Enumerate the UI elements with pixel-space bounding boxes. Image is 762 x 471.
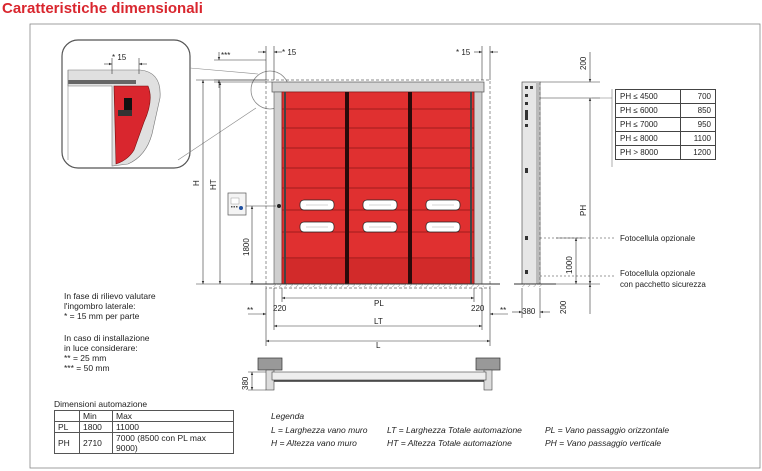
door-plan-view bbox=[257, 357, 501, 391]
dim-L: L bbox=[376, 341, 381, 350]
page-title: Caratteristiche dimensionali bbox=[2, 0, 203, 17]
dim-stars3: *** bbox=[221, 51, 230, 60]
callout-fotocellula-pacchetto-line2: con pacchetto sicurezza bbox=[620, 280, 706, 289]
callout-fotocellula-pacchetto-line1: Fotocellula opzionale bbox=[620, 269, 696, 278]
legend-item: LT = Larghezza Totale automazione bbox=[387, 425, 522, 435]
note-rilievo: In fase di rilievo valutare l'ingombro l… bbox=[64, 291, 156, 321]
legend-item: L = Larghezza vano muro bbox=[271, 425, 368, 435]
dim-star15-detail: * 15 bbox=[112, 53, 127, 62]
dim-star15-right: * 15 bbox=[456, 48, 471, 57]
dim-1800: 1800 bbox=[242, 238, 251, 256]
dim-HT: HT bbox=[209, 179, 218, 190]
table-row: PL 1800 11000 bbox=[54, 421, 234, 433]
automation-table: Min Max PL 1800 11000 PH 2710 7000 (8500… bbox=[54, 410, 234, 454]
legend-item: PH = Vano passaggio verticale bbox=[545, 438, 662, 448]
dim-stars2-right: ** bbox=[500, 306, 506, 315]
dim-380: 380 bbox=[522, 307, 536, 316]
dim-220-left: 220 bbox=[273, 304, 287, 313]
dim-220-right: 220 bbox=[471, 304, 485, 313]
dim-200-top: 200 bbox=[579, 56, 588, 70]
legend-item: PL = Vano passaggio orizzontale bbox=[545, 425, 670, 435]
control-box-icon bbox=[227, 192, 247, 216]
legend-title: Legenda bbox=[271, 411, 305, 421]
dim-PL: PL bbox=[374, 299, 384, 308]
dim-H: H bbox=[192, 180, 201, 186]
legend-item: HT = Altezza Totale automazione bbox=[387, 438, 512, 448]
note-installazione: In caso di installazione in luce conside… bbox=[64, 333, 150, 373]
detail-view bbox=[61, 39, 191, 169]
door-front-view bbox=[250, 79, 500, 289]
table-row: PH 2710 7000 (8500 con PL max 9000) bbox=[54, 432, 234, 454]
dim-stars2-left: ** bbox=[247, 306, 253, 315]
frame-border bbox=[29, 23, 761, 469]
table-header-row: Min Max bbox=[54, 410, 234, 422]
dim-PH: PH bbox=[579, 205, 588, 216]
callout-fotocellula: Fotocellula opzionale bbox=[620, 234, 696, 243]
dim-1000: 1000 bbox=[565, 256, 574, 274]
dim-star15-left: * 15 bbox=[282, 48, 297, 57]
door-side-view bbox=[514, 81, 556, 287]
dim-LT: LT bbox=[374, 317, 383, 326]
automation-title: Dimensioni automazione bbox=[54, 399, 148, 409]
dim-380-plan: 380 bbox=[241, 376, 250, 390]
legend-item: H = Altezza vano muro bbox=[271, 438, 357, 448]
dim-200-bottom: 200 bbox=[559, 300, 568, 314]
